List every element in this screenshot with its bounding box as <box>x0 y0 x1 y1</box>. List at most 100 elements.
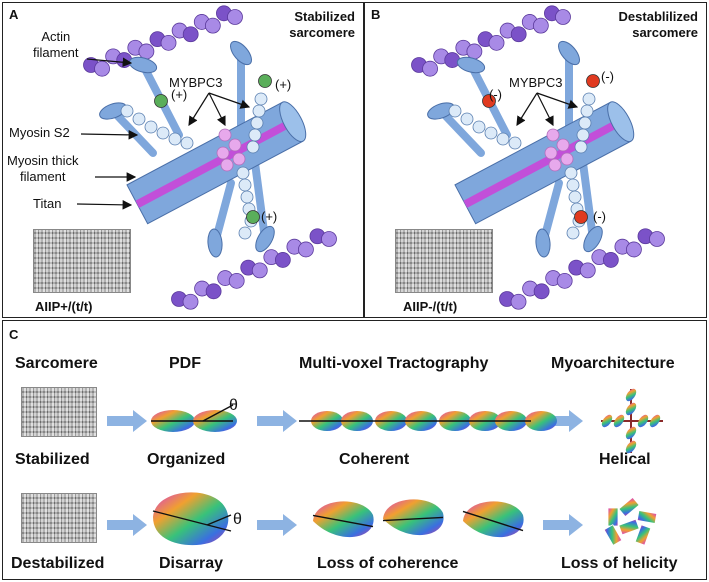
panel-a-letter: A <box>9 7 19 22</box>
panel-a-diagram <box>76 5 337 310</box>
myosin-thick-filament <box>126 101 307 225</box>
charge-label-b1: (-) <box>489 87 502 102</box>
mybpc3-bead <box>582 92 596 106</box>
myosin-s2-arm <box>579 159 597 243</box>
actin-filament-top-bead <box>204 17 221 34</box>
actin-filament-bottom-bead <box>274 252 291 268</box>
flow-arrow <box>257 410 297 432</box>
helix-fiber <box>625 388 637 402</box>
actin-filament-top-bead <box>422 60 438 77</box>
header-sarcomere: Sarcomere <box>15 355 98 372</box>
panel-b-letter: B <box>371 7 381 22</box>
disarray-pdf-blob <box>153 492 229 546</box>
panel-b-title: Destablilized sarcomere <box>619 9 698 41</box>
core-bead <box>560 152 574 166</box>
myosin-head <box>128 56 158 74</box>
panel-a-title-line2: sarcomere <box>289 25 355 40</box>
mybpc3-label-b: MYBPC3 <box>509 75 563 90</box>
flow-arrow <box>107 514 147 536</box>
actin-filament-bottom-bead <box>649 231 665 247</box>
myosin-s2-arm <box>437 107 485 157</box>
helix-fiber <box>625 402 637 416</box>
mybpc3-bead <box>254 92 268 106</box>
mybpc3-bead <box>472 120 486 134</box>
disordered-fiber <box>618 518 640 536</box>
actin-filament-bottom-bead <box>602 252 619 268</box>
core-bead <box>220 158 234 172</box>
flow-arrow <box>257 514 297 536</box>
actin-filament-top-bead <box>466 43 483 60</box>
sarcomere-micrograph-b <box>395 229 493 293</box>
myosin-head <box>230 40 252 66</box>
mybpc3-bead <box>250 116 264 130</box>
helix-fiber <box>601 414 613 428</box>
thick-filament-end <box>279 101 307 143</box>
row1-tractography: Coherent <box>339 451 410 468</box>
phosphorylation-site <box>482 94 496 108</box>
actin-filament-top-bead <box>94 60 110 77</box>
myosin-head <box>583 225 603 253</box>
myosin-s2-arrow <box>80 130 139 140</box>
incoherent-streamline <box>312 514 374 528</box>
mybpc3-bead <box>576 128 590 142</box>
actin-filament-bottom-bead <box>579 262 596 279</box>
mybpc3-bead <box>246 140 260 154</box>
mybpc3-bead <box>566 226 580 240</box>
helix-fiber <box>625 426 637 440</box>
mybpc3-arrow <box>188 92 210 127</box>
actin-filament-bottom-bead <box>556 272 573 289</box>
myosin-s2-arm <box>251 159 269 243</box>
actin-label: Actin filament <box>33 29 79 61</box>
sarcomere-micrograph <box>33 229 131 293</box>
mybpc3-bead <box>236 166 250 180</box>
core-bead <box>556 138 570 152</box>
actin-filament-top-bead <box>488 34 505 51</box>
row1-myoarchitecture: Helical <box>599 451 651 468</box>
mybpc3-arrow <box>208 92 251 109</box>
mybpc3-bead <box>238 226 252 240</box>
mybpc3-bead <box>568 190 582 204</box>
mybpc3-bead <box>120 104 134 118</box>
actin-filament-bottom-bead <box>205 283 222 300</box>
thick-filament-end <box>607 101 635 143</box>
myosin-head <box>207 228 223 258</box>
titan-arrow <box>76 200 133 210</box>
charge-label-b2: (-) <box>601 69 614 84</box>
mybpc3-bead <box>252 104 266 118</box>
theta-symbol-2: θ <box>233 511 242 528</box>
pdf-angle-line <box>202 404 234 422</box>
disordered-fiber <box>603 524 623 546</box>
phosphorylation-site <box>586 74 600 88</box>
panel-a-caption: AIIP+/(t/t) <box>35 299 93 314</box>
mybpc3-bead <box>580 104 594 118</box>
flow-arrow <box>107 410 147 432</box>
stabilized-micrograph <box>21 387 97 437</box>
myosin-thick-line2: filament <box>20 169 66 184</box>
panel-b-caption: AIIP-/(t/t) <box>403 299 458 314</box>
mybpc3-bead <box>238 178 252 192</box>
actin-filament-bottom-bead <box>626 241 642 258</box>
panel-c: C Sarcomere PDF Multi-voxel Tractography… <box>2 320 707 580</box>
core-bead <box>228 138 242 152</box>
mybpc3-arrow <box>516 92 538 127</box>
charge-label-2: (+) <box>275 77 292 92</box>
mybpc3-arrow <box>536 92 554 127</box>
mybpc3-bead <box>578 116 592 130</box>
helix-fiber <box>649 414 661 428</box>
actin-filament-top-bead <box>116 52 133 68</box>
core-bead <box>216 146 230 160</box>
actin-filament-top-bead <box>555 9 571 25</box>
actin-filament-bottom-bead <box>510 293 527 310</box>
actin-filament-bottom-bead <box>228 272 245 289</box>
titan-label: Titan <box>33 196 62 211</box>
myosin-head <box>456 56 486 74</box>
myosin-head <box>535 228 551 258</box>
core-bead <box>232 152 246 166</box>
mybpc3-bead <box>132 112 146 126</box>
actin-filament-bottom-bead <box>321 231 337 247</box>
actin-arrow <box>86 57 133 68</box>
mybpc3-bead <box>180 136 194 150</box>
incoherent-streamline <box>382 516 444 522</box>
panel-b-title-line1: Destablilized <box>618 9 698 24</box>
mybpc3-bead <box>168 132 182 146</box>
